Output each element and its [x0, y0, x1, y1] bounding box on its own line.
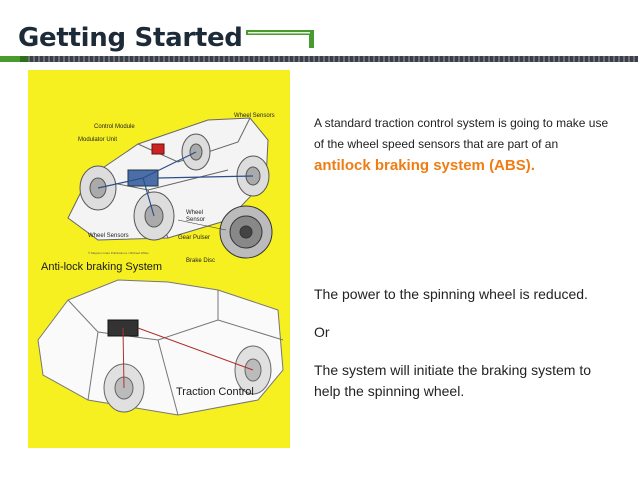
label-wheel-sensors-bottom: Wheel Sensors — [88, 233, 129, 239]
label-wheel-sensor: Wheel Sensor — [186, 210, 206, 223]
label-modulator-unit: Modulator Unit — [78, 137, 118, 143]
action-or: Or — [314, 324, 330, 340]
caption-traction-control: Traction Control — [176, 386, 254, 398]
header-rule — [0, 56, 638, 62]
action-braking: The system will initiate the braking sys… — [314, 362, 591, 399]
figure-copyright: © Magnus Grant Publications / Michael Wi… — [88, 251, 149, 255]
brake-disc-detail — [219, 205, 273, 259]
label-wheel-sensors-top: Wheel Sensors — [234, 113, 275, 119]
paragraph-traction-actions: The power to the spinning wheel is reduc… — [314, 284, 614, 402]
label-control-module: Control Module — [94, 124, 135, 130]
paragraph-traction-abs: A standard traction control system is go… — [314, 113, 614, 177]
label-brake-disc: Brake Disc — [186, 258, 216, 264]
title-accent-bracket — [246, 30, 314, 48]
slide-title: Getting Started — [18, 23, 243, 53]
header-rule-accent-dark — [20, 56, 28, 62]
header-rule-accent — [0, 56, 20, 62]
action-power-reduced: The power to the spinning wheel is reduc… — [314, 286, 588, 302]
abs-highlight: antilock braking system (ABS). — [314, 157, 535, 174]
illustration-drawing — [37, 117, 284, 416]
paragraph-traction-abs-text: A standard traction control system is go… — [314, 116, 609, 151]
abs-traction-illustration: Control Module Modulator Unit Wheel Sens… — [28, 70, 290, 448]
label-gear-pulser: Gear Pulser — [178, 235, 211, 241]
caption-abs: Anti-lock braking System — [41, 261, 163, 273]
